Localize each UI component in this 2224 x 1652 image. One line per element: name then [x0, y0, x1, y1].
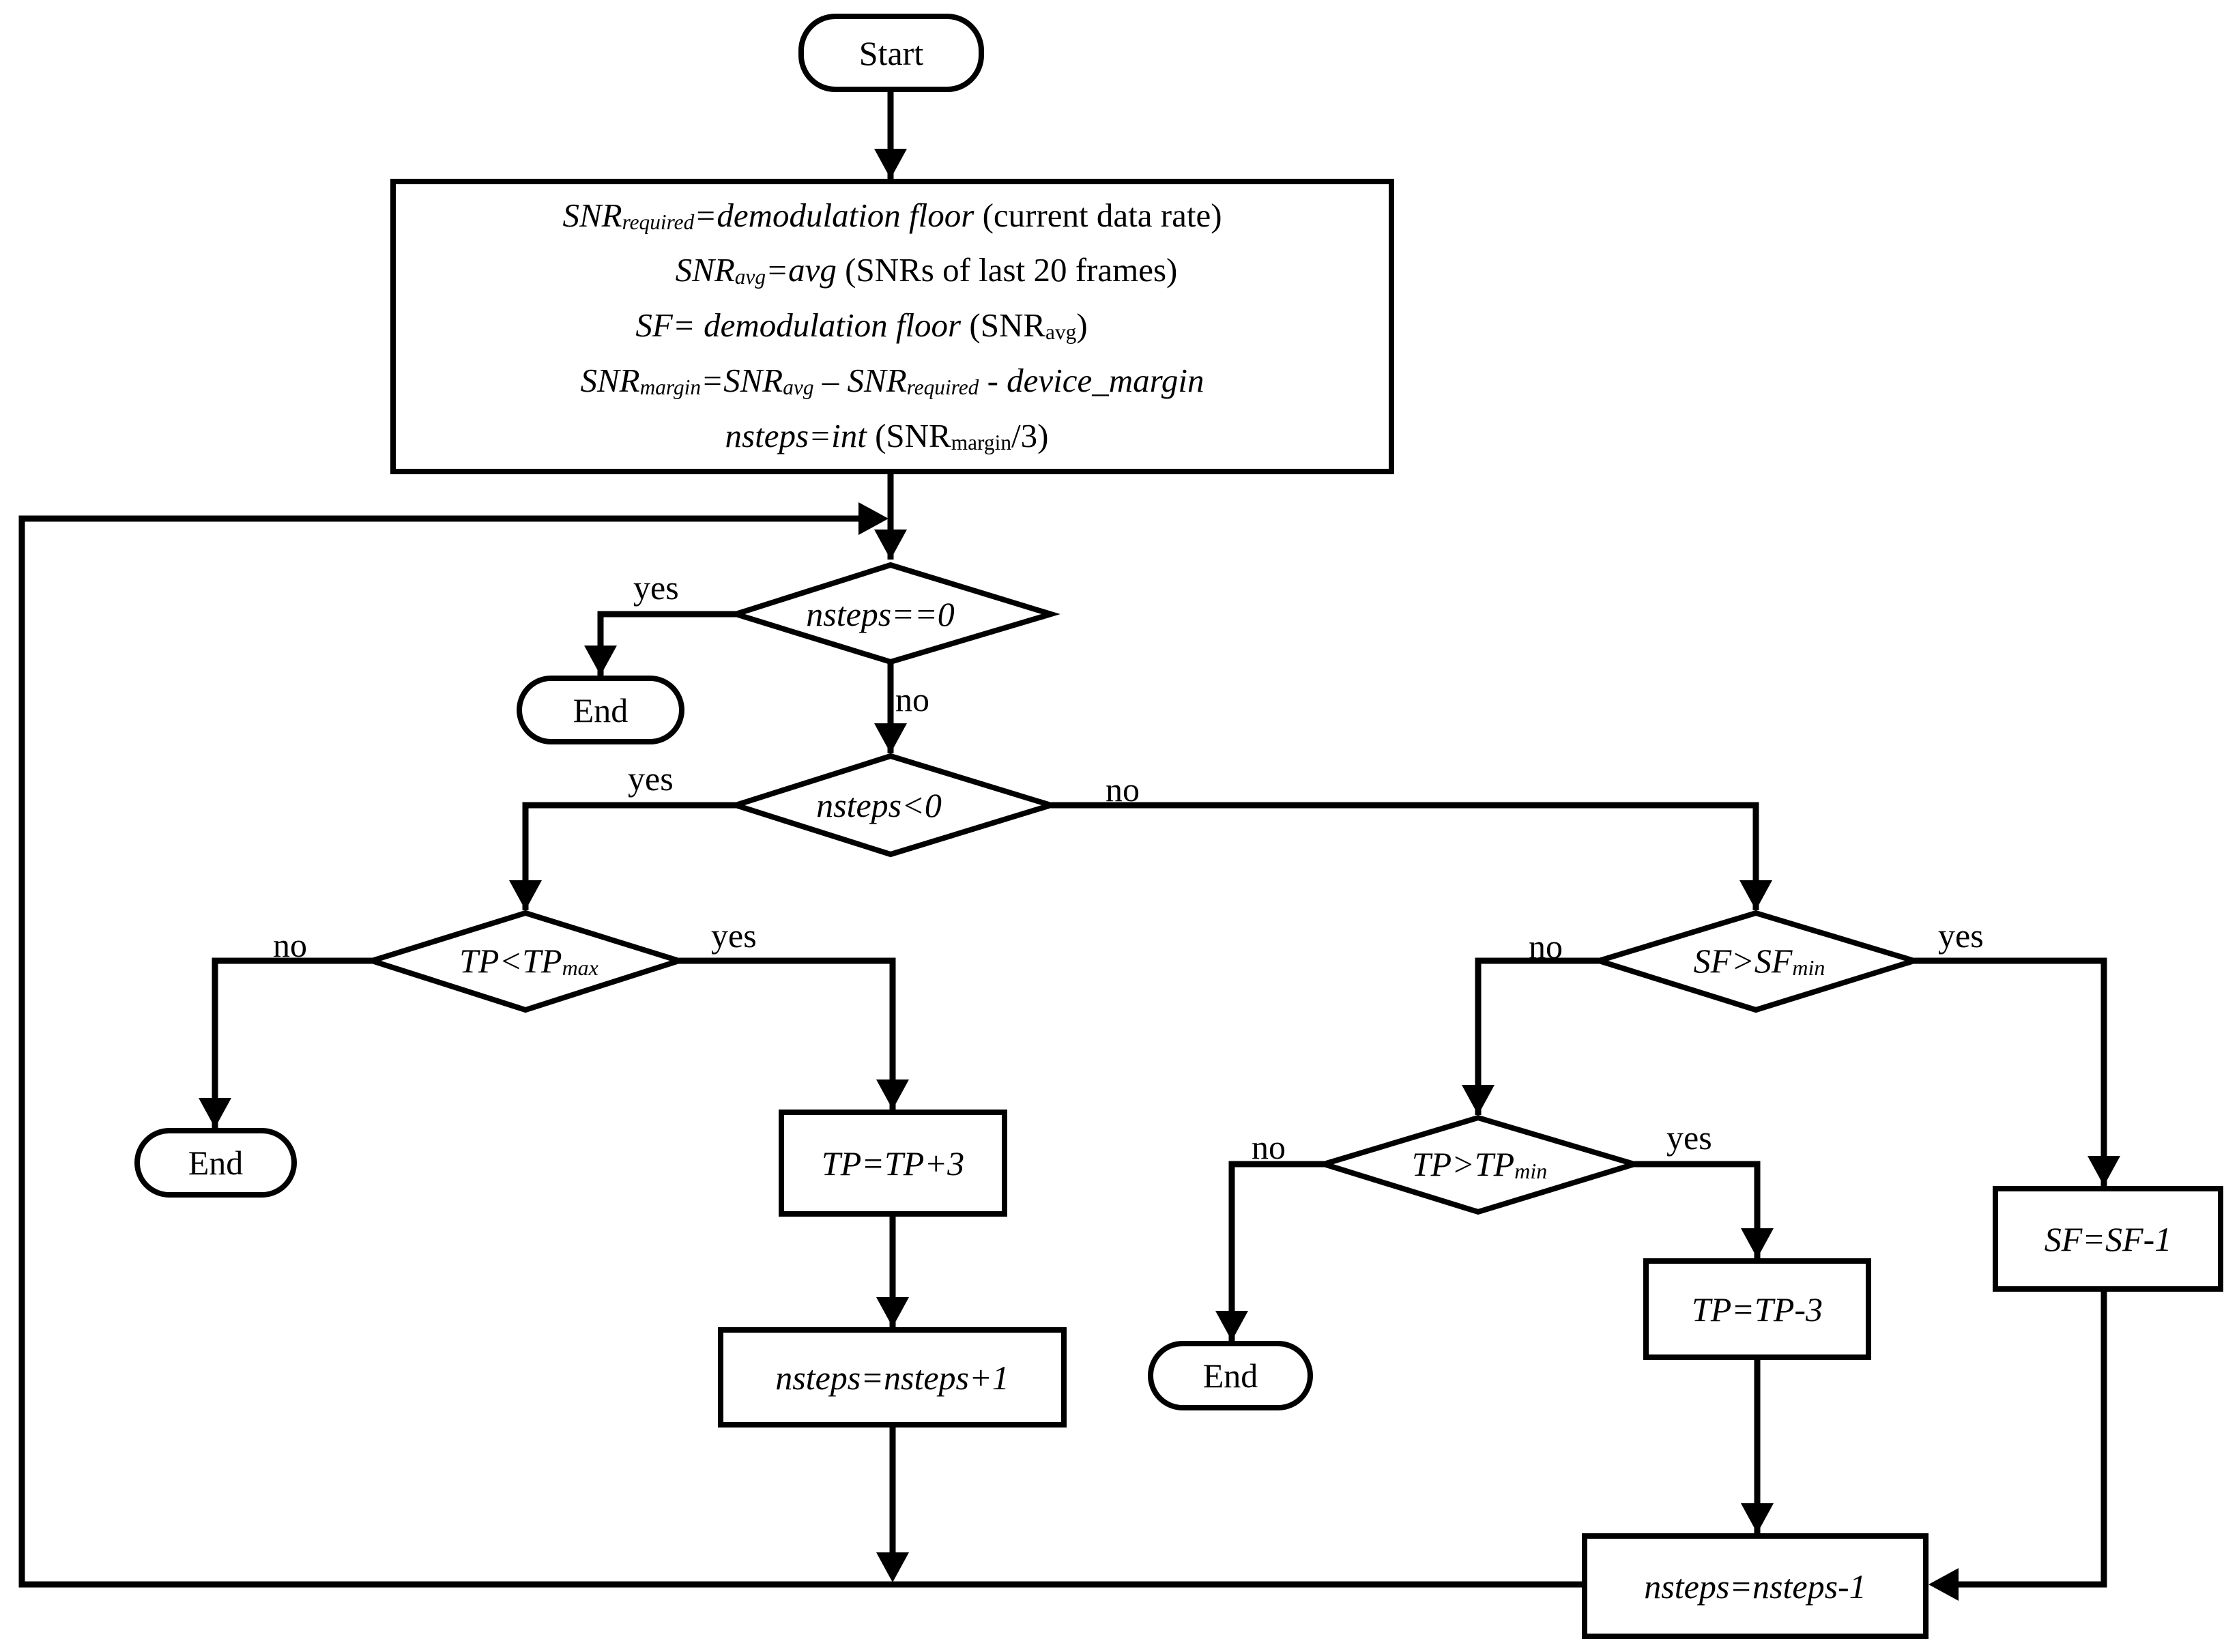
- arrowhead-tpminus: [1741, 1228, 1774, 1258]
- arrowhead-nstepsminus-top: [1741, 1503, 1774, 1533]
- process-tp-plus-3: TP=TP+3: [779, 1110, 1007, 1217]
- arrowhead-d1: [874, 530, 907, 560]
- branch-label-d2-no: no: [1106, 770, 1140, 809]
- branch-label-d2-yes: yes: [628, 759, 674, 798]
- decision-label-tp-lt-max: TP<TPmax: [459, 942, 598, 980]
- end-label-2: End: [188, 1144, 244, 1182]
- arrowhead-tpplus: [876, 1079, 909, 1110]
- init-line-snr-margin: SNRmargin=SNRavg – SNRrequired - device_…: [580, 361, 1204, 399]
- arrowhead-end1: [584, 646, 617, 676]
- process-sf-minus-1: SF=SF-1: [1993, 1186, 2223, 1292]
- arrowhead-loop-bottom: [876, 1552, 909, 1582]
- arrowhead-sfminus: [2088, 1156, 2120, 1186]
- arrowhead-d4: [1739, 880, 1772, 910]
- decision-label-nsteps-zero: nsteps==0: [806, 595, 955, 633]
- end-terminal-2: End: [134, 1128, 297, 1198]
- connector-d3-yes-tpplus: [679, 957, 896, 1110]
- init-line-sf: SF= demodulation floor (SNRavg): [635, 306, 1088, 345]
- decision-diamond-tp-gt-min: [1314, 1114, 1644, 1215]
- start-terminal: Start: [798, 14, 984, 92]
- connector-d4-d5: [1475, 957, 1599, 1115]
- connector-d3-no-end: [212, 957, 372, 1128]
- arrowhead-init: [874, 149, 907, 179]
- init-line-nsteps: nsteps=int (SNRmargin/3): [725, 416, 1049, 454]
- init-line-snr-required: SNRrequired=demodulation floor (current …: [562, 196, 1222, 234]
- process-nsteps-plus-1: nsteps=nsteps+1: [718, 1327, 1067, 1428]
- arrowhead-nstepsplus: [876, 1297, 909, 1327]
- arrowhead-end2: [199, 1098, 231, 1128]
- start-label: Start: [858, 33, 924, 72]
- end-terminal-3: End: [1148, 1341, 1313, 1410]
- branch-label-d3-yes: yes: [711, 916, 757, 955]
- connector-d2-d3: [522, 802, 736, 910]
- end-label-1: End: [573, 691, 629, 729]
- decision-diamond-nsteps-zero: [726, 562, 1060, 665]
- connector-d5-no-end: [1228, 1161, 1324, 1341]
- branch-label-d1-yes: yes: [633, 568, 679, 607]
- branch-label-d4-no: no: [1529, 927, 1563, 966]
- init-line-snr-avg: SNRavg=avg (SNRs of last 20 frames): [675, 251, 1178, 289]
- decision-label-sf-gt-min: SF>SFmin: [1693, 942, 1825, 980]
- end-terminal-1: End: [517, 676, 684, 744]
- arrowhead-d5: [1462, 1085, 1494, 1115]
- arrowhead-d2: [874, 723, 907, 753]
- decision-diamond-tp-lt-max: [362, 910, 689, 1013]
- arrowhead-loop-top: [858, 502, 889, 535]
- process-tp-minus-3: TP=TP-3: [1643, 1258, 1871, 1360]
- arrowhead-end3: [1215, 1311, 1248, 1341]
- arrowhead-d3: [509, 880, 542, 910]
- decision-diamond-sf-gt-min: [1589, 910, 1924, 1013]
- connector-d5-yes-tpminus: [1634, 1161, 1761, 1258]
- process-nsteps-minus-1: nsteps=nsteps-1: [1582, 1533, 1929, 1639]
- connector-loopback: [18, 515, 1582, 1588]
- connector-d4-yes-sfminus: [1914, 957, 2107, 1186]
- decision-diamond-nsteps-negative: [726, 753, 1060, 858]
- end-label-3: End: [1202, 1357, 1258, 1395]
- init-process-box: SNRrequired=demodulation floor (current …: [390, 179, 1394, 474]
- arrowhead-nstepsminus-right: [1929, 1568, 1959, 1601]
- branch-label-d5-yes: yes: [1666, 1118, 1712, 1157]
- connector-sfminus-nstepsminus: [1959, 1292, 2107, 1588]
- branch-label-d5-no: no: [1252, 1128, 1286, 1166]
- branch-label-d3-no: no: [273, 926, 307, 964]
- connector-d2-d4: [1051, 802, 1759, 910]
- decision-label-tp-gt-min: TP>TPmin: [1411, 1145, 1548, 1183]
- branch-label-d4-yes: yes: [1938, 916, 1984, 955]
- connector-d1-yes-end: [597, 611, 736, 676]
- branch-label-d1-no: no: [895, 680, 929, 719]
- decision-label-nsteps-negative: nsteps<0: [816, 786, 942, 824]
